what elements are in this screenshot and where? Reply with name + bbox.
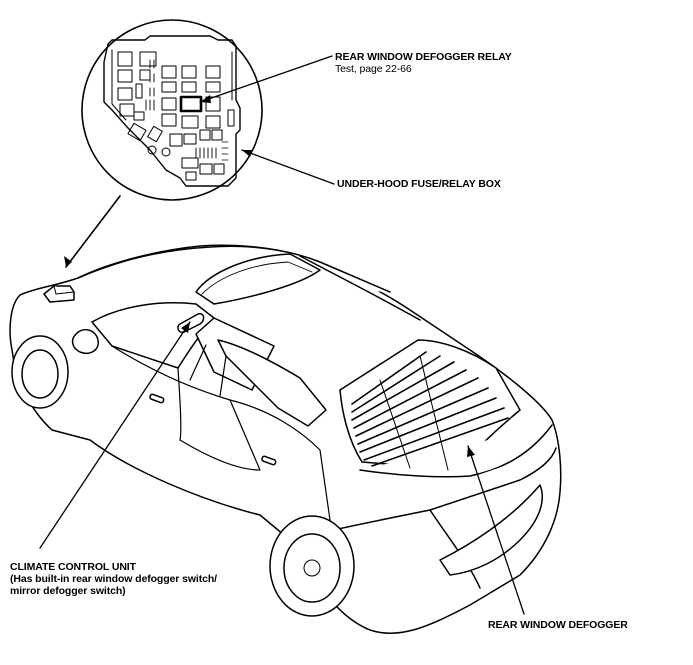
fuse-box-inset xyxy=(81,19,263,201)
side-mirror xyxy=(71,329,99,354)
relay-label: REAR WINDOW DEFOGGER RELAY Test, page 22… xyxy=(335,51,512,75)
fusebox-leader-line xyxy=(241,149,335,185)
fuse-box-outline xyxy=(103,35,241,187)
inset-leader-arrowhead xyxy=(64,256,72,267)
climate-label-line2: (Has built-in rear window defogger switc… xyxy=(10,573,217,585)
rear-window-defogger-grid xyxy=(351,351,509,471)
relay-label-title: REAR WINDOW DEFOGGER RELAY xyxy=(335,51,512,63)
car-illustration xyxy=(9,244,562,634)
climate-label-title: CLIMATE CONTROL UNIT xyxy=(10,561,136,573)
climate-leader-line xyxy=(39,321,191,549)
inset-leader-line xyxy=(65,195,121,268)
callout-leaders xyxy=(39,55,525,615)
fusebox-label: UNDER-HOOD FUSE/RELAY BOX xyxy=(337,178,501,190)
defogger-leader-line xyxy=(467,445,525,615)
relay-leader-line xyxy=(199,55,333,103)
climate-label-line3: mirror defogger switch) xyxy=(10,585,126,597)
climate-control-label: CLIMATE CONTROL UNIT (Has built-in rear … xyxy=(10,561,217,597)
defogger-label: REAR WINDOW DEFOGGER xyxy=(488,619,628,631)
windshield xyxy=(91,302,215,369)
relay-label-subtitle: Test, page 22-66 xyxy=(335,63,412,75)
rear-window-defogger-relay-icon xyxy=(179,95,203,113)
defogger-label-title: REAR WINDOW DEFOGGER xyxy=(488,619,628,631)
fusebox-label-title: UNDER-HOOD FUSE/RELAY BOX xyxy=(337,178,501,190)
rear-window xyxy=(339,339,521,471)
